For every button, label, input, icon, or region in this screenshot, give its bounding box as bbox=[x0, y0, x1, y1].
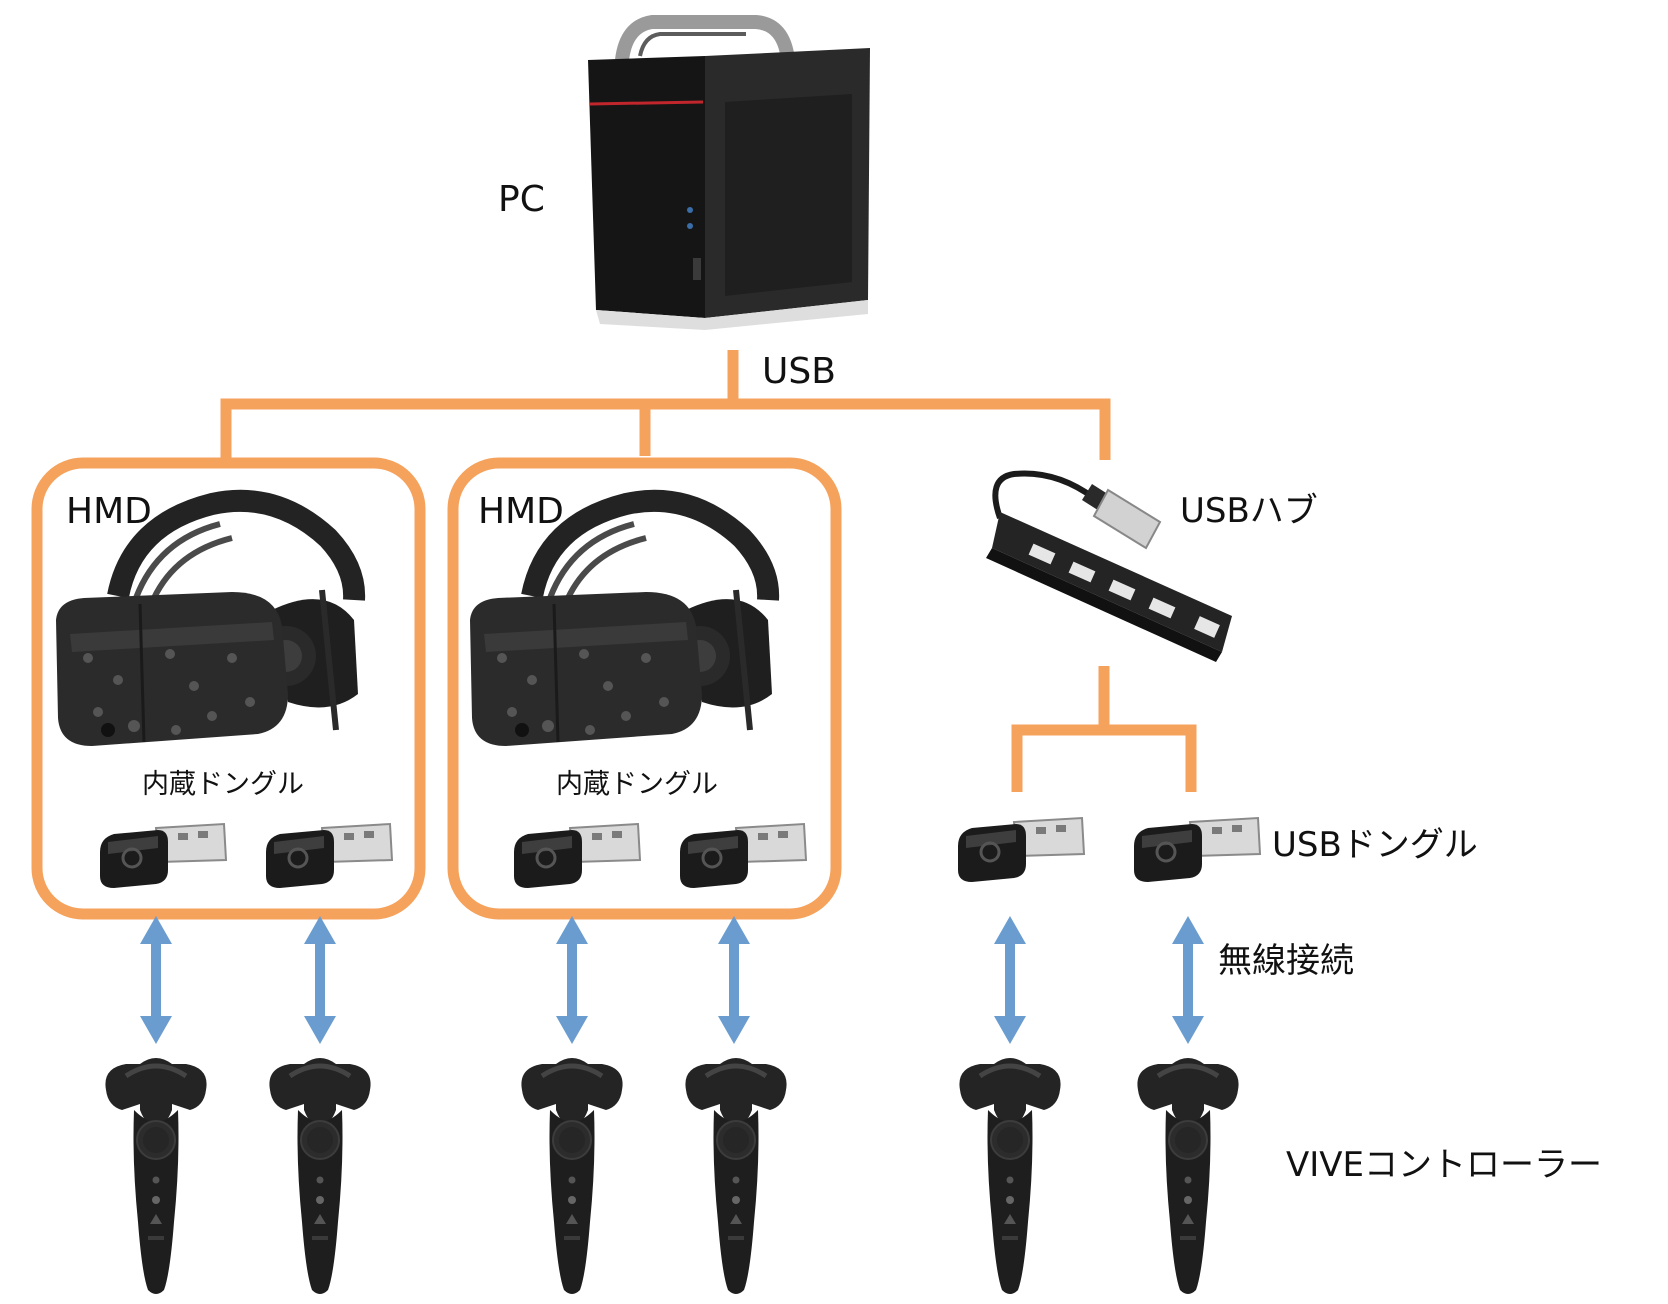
hmd-label-1: HMD bbox=[66, 491, 152, 532]
vive-headset-icon bbox=[470, 501, 772, 746]
vive-controller-icon bbox=[105, 1058, 206, 1294]
builtin-dongle-label-1: 内蔵ドングル bbox=[142, 769, 304, 800]
double-arrow-icon bbox=[304, 916, 336, 1044]
wireless-label: 無線接続 bbox=[1218, 941, 1354, 981]
double-arrow-icon bbox=[1172, 916, 1204, 1044]
double-arrow-icon bbox=[140, 916, 172, 1044]
builtin-dongle-label-2: 内蔵ドングル bbox=[556, 769, 718, 800]
usb-dongle-icon bbox=[678, 822, 808, 890]
usb-dongle-icon bbox=[264, 822, 394, 890]
vive-headset-icon bbox=[56, 501, 358, 746]
vive-controller-icon bbox=[1137, 1058, 1238, 1294]
vive-controller-icon bbox=[521, 1058, 622, 1294]
vive-controller-icon bbox=[685, 1058, 786, 1294]
vive-controller-icon bbox=[269, 1058, 370, 1294]
usb-dongle-icon bbox=[512, 822, 642, 890]
double-arrow-icon bbox=[994, 916, 1026, 1044]
usb-dongle-icon bbox=[98, 822, 228, 890]
hmd-label-2: HMD bbox=[478, 491, 564, 532]
double-arrow-icon bbox=[556, 916, 588, 1044]
usb-hub-icon bbox=[986, 470, 1232, 662]
pc-tower-icon bbox=[588, 15, 870, 330]
usb-dongle-icon bbox=[956, 816, 1086, 884]
usb-hub-label: USBハブ bbox=[1180, 491, 1318, 531]
double-arrow-icon bbox=[718, 916, 750, 1044]
usb-label: USB bbox=[762, 351, 836, 392]
usb-dongle-icon bbox=[1132, 816, 1262, 884]
vive-controller-icon bbox=[959, 1058, 1060, 1294]
usb-wiring bbox=[31, 350, 1197, 920]
controller-label: VIVEコントローラー bbox=[1286, 1145, 1603, 1185]
pc-label: PC bbox=[498, 179, 545, 220]
usb-dongle-label: USBドングル bbox=[1272, 825, 1478, 865]
